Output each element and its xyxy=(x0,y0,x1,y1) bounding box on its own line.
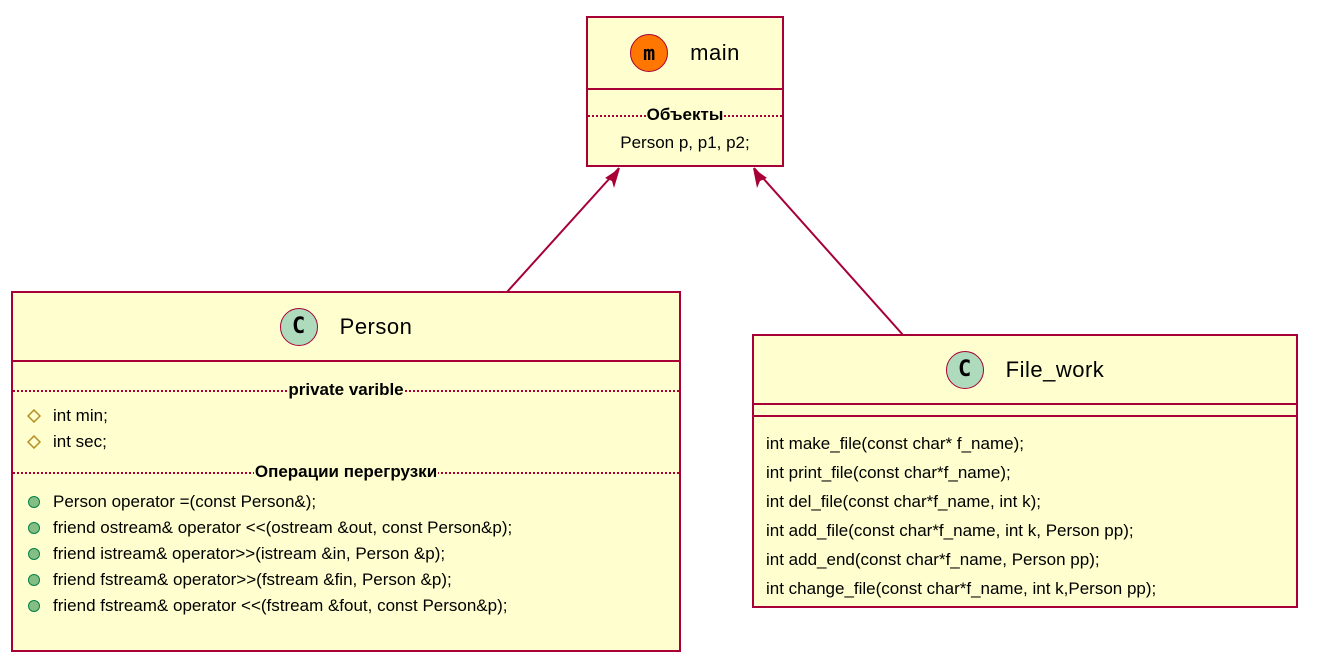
method-text: Person operator =(const Person&); xyxy=(53,492,317,511)
private-separator: private varible xyxy=(13,379,679,401)
method-row: int del_file(const char*f_name, int k); xyxy=(766,487,1296,516)
main-header: m main xyxy=(588,18,782,90)
file-work-class-box: C File_work int make_file(const char* f_… xyxy=(752,334,1298,608)
method-row: int add_end(const char*f_name, Person pp… xyxy=(766,545,1296,574)
method-row: int make_file(const char* f_name); xyxy=(766,429,1296,458)
public-circle-icon xyxy=(28,522,40,534)
operations-section-label: Операции перегрузки xyxy=(253,462,439,482)
method-row: int print_file(const char*f_name); xyxy=(766,458,1296,487)
person-header: C Person xyxy=(13,293,679,362)
main-title: main xyxy=(690,40,740,65)
file-work-empty-fields xyxy=(754,405,1296,417)
protected-diamond-icon xyxy=(27,409,41,423)
method-row: int change_file(const char*f_name, int k… xyxy=(766,574,1296,603)
class-c-icon: C xyxy=(945,350,984,389)
method-text: friend fstream& operator>>(fstream &fin,… xyxy=(53,570,452,589)
person-methods: Person operator =(const Person&); friend… xyxy=(13,489,679,619)
method-text: int make_file(const char* f_name); xyxy=(766,434,1024,453)
method-text: int del_file(const char*f_name, int k); xyxy=(766,492,1041,511)
method-text: int add_end(const char*f_name, Person pp… xyxy=(766,550,1100,569)
person-to-main-line xyxy=(506,167,620,293)
filework-to-main-arrowhead xyxy=(753,168,767,188)
method-text: friend fstream& operator <<(fstream &fou… xyxy=(53,596,508,615)
public-circle-icon xyxy=(28,600,40,612)
method-row: friend ostream& operator <<(ostream &out… xyxy=(27,515,679,541)
method-text: friend istream& operator>>(istream &in, … xyxy=(53,544,446,563)
file-work-methods: int make_file(const char* f_name); int p… xyxy=(754,417,1296,603)
method-row: Person operator =(const Person&); xyxy=(27,489,679,515)
person-fields: int min; int sec; xyxy=(13,403,679,455)
main-module-box: m main Объекты Person p, p1, p2; xyxy=(586,16,784,167)
field-text: int min; xyxy=(53,406,108,425)
main-objects: Person p, p1, p2; xyxy=(588,130,782,156)
operations-separator: Операции перегрузки xyxy=(13,461,679,483)
protected-diamond-icon xyxy=(27,435,41,449)
person-to-main-arrowhead xyxy=(605,168,620,188)
public-circle-icon xyxy=(28,548,40,560)
class-c-icon: C xyxy=(279,307,318,346)
field-text: int sec; xyxy=(53,432,107,451)
field-row: int min; xyxy=(27,403,679,429)
method-row: friend fstream& operator <<(fstream &fou… xyxy=(27,593,679,619)
objects-separator: Объекты xyxy=(588,104,782,126)
person-class-box: C Person private varible int min; int se… xyxy=(11,291,681,652)
method-text: int add_file(const char*f_name, int k, P… xyxy=(766,521,1134,540)
method-text: int change_file(const char*f_name, int k… xyxy=(766,579,1157,598)
method-row: friend istream& operator>>(istream &in, … xyxy=(27,541,679,567)
method-text: friend ostream& operator <<(ostream &out… xyxy=(53,518,513,537)
method-row: friend fstream& operator>>(fstream &fin,… xyxy=(27,567,679,593)
method-text: int print_file(const char*f_name); xyxy=(766,463,1011,482)
objects-section-label: Объекты xyxy=(645,105,725,125)
person-title: Person xyxy=(339,313,413,339)
private-section-label: private varible xyxy=(287,380,405,400)
module-m-icon: m xyxy=(630,34,669,72)
method-row: int add_file(const char*f_name, int k, P… xyxy=(766,516,1296,545)
public-circle-icon xyxy=(28,496,40,508)
field-row: int sec; xyxy=(27,429,679,455)
filework-to-main-line xyxy=(753,167,904,336)
main-object-line: Person p, p1, p2; xyxy=(620,133,750,152)
file-work-title: File_work xyxy=(1005,356,1105,382)
file-work-header: C File_work xyxy=(754,336,1296,405)
public-circle-icon xyxy=(28,574,40,586)
